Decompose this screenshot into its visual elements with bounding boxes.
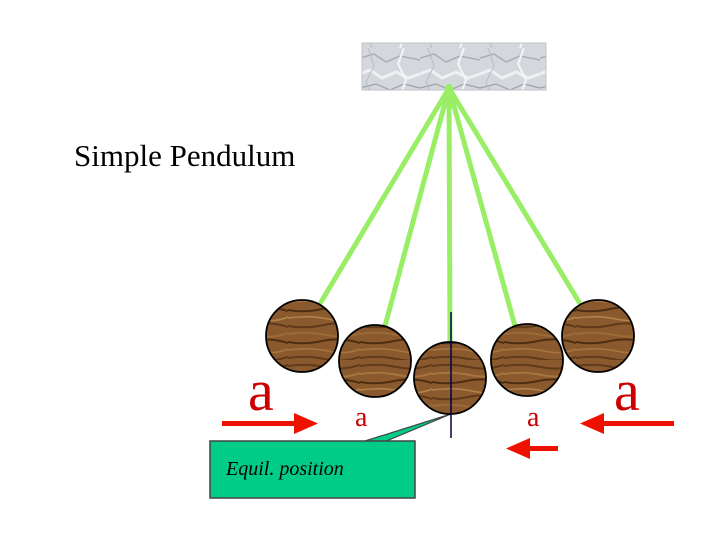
ceiling-support: [361, 42, 547, 91]
pivot-point: [445, 84, 453, 92]
arrow-right-amplitude: [580, 413, 674, 434]
string-far-right: [446, 85, 582, 305]
bob-center: [413, 341, 487, 415]
string-center: [446, 85, 453, 346]
callout-label: Equil. position: [226, 458, 344, 480]
string-mid-right: [446, 85, 518, 329]
label-a-left-amplitude: a: [248, 358, 274, 423]
pendulum-strings: [318, 85, 582, 346]
callout-box: [209, 440, 416, 499]
bob-mid-left: [338, 324, 412, 398]
string-mid-left: [382, 85, 452, 329]
acceleration-arrows: [222, 413, 674, 459]
bob-far-left: [265, 299, 339, 373]
arrow-left-amplitude: [222, 413, 318, 434]
bob-mid-right: [490, 323, 564, 397]
label-a-right-inner: a: [527, 402, 540, 433]
label-a-left-inner: a: [355, 402, 368, 433]
arrow-right-inner: [506, 438, 558, 459]
string-far-left: [318, 85, 452, 305]
diagram-title: Simple Pendulum: [74, 138, 296, 173]
bob-far-right: [561, 299, 635, 373]
label-a-right-amplitude: a: [614, 358, 640, 423]
